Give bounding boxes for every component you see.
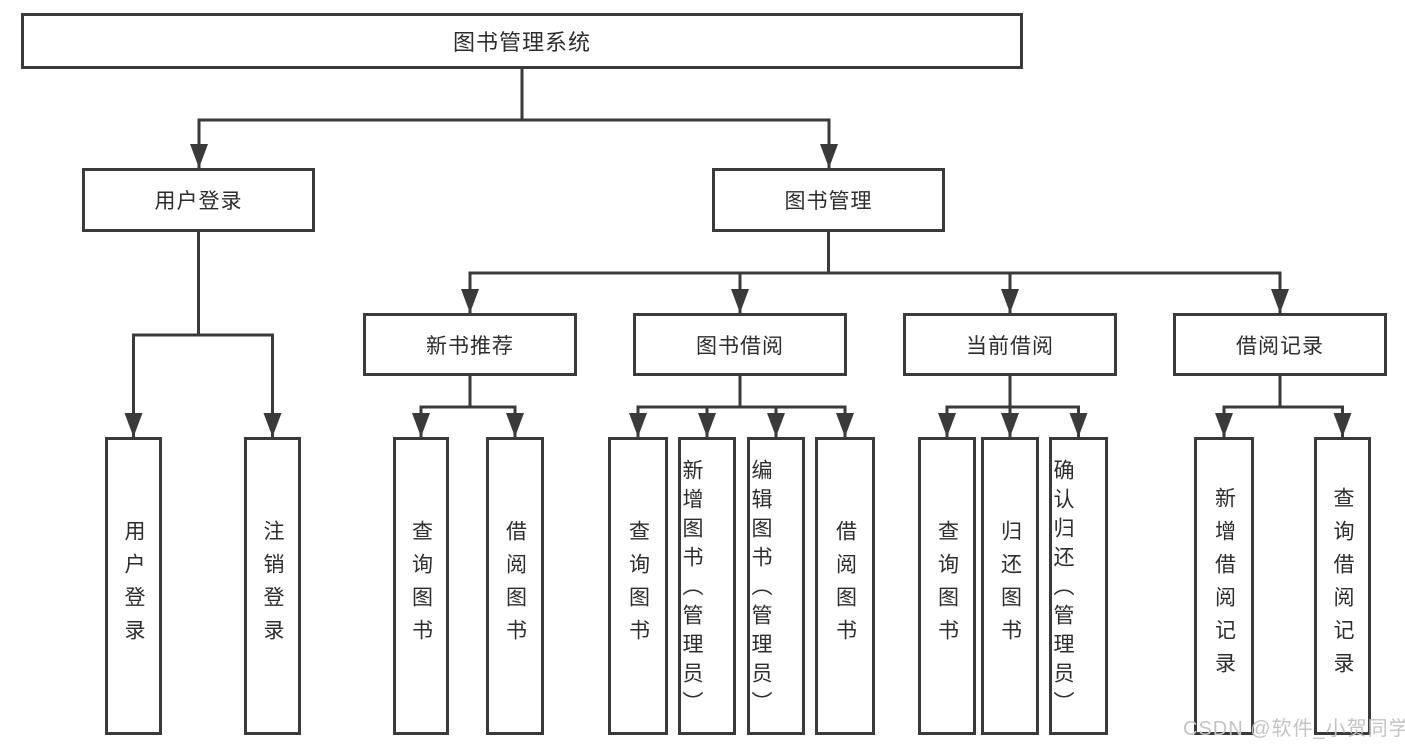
node-label: 借阅记录 [1236, 334, 1324, 358]
leaf-add-borrow-record: 新增借阅记录 [1194, 437, 1254, 735]
node-current-borrowing: 当前借阅 [903, 313, 1117, 376]
node-label: 借阅图书 [503, 520, 527, 652]
node-label: 新书推荐 [426, 334, 514, 358]
leaf-edit-books-admin: 编辑图书（管理员） [747, 437, 805, 735]
leaf-return-books: 归还图书 [981, 437, 1039, 735]
node-label: 查询借阅记录 [1331, 487, 1354, 685]
node-label: 图书管理 [784, 190, 873, 213]
node-borrowing-records: 借阅记录 [1173, 313, 1387, 376]
node-label: 用户登录 [154, 190, 243, 213]
node-label: 查询图书 [409, 520, 433, 652]
node-label: 图书管理系统 [452, 30, 591, 55]
node-label: 新增图书（管理员） [680, 458, 703, 720]
node-label: 归还图书 [998, 520, 1022, 652]
node-label: 查询图书 [626, 520, 650, 652]
node-label: 注销登录 [261, 520, 284, 652]
node-book-borrowing: 图书借阅 [633, 313, 847, 376]
node-label: 借阅图书 [833, 520, 857, 652]
node-label: 查询图书 [935, 520, 959, 652]
node-label: 当前借阅 [966, 334, 1054, 358]
node-label: 新增借阅记录 [1212, 487, 1236, 685]
node-book-management: 图书管理 [712, 168, 945, 232]
node-user-login: 用户登录 [82, 168, 315, 232]
leaf-user-login: 用户登录 [105, 437, 162, 735]
watermark-text: CSDN @软件_小贺同学 [1183, 718, 1405, 740]
node-label: 用户登录 [122, 520, 145, 652]
leaf-logout: 注销登录 [244, 437, 301, 735]
leaf-query-borrow-record: 查询借阅记录 [1314, 437, 1371, 735]
leaf-borrow-books-borrowing: 借阅图书 [815, 437, 875, 735]
node-new-book-recommendation: 新书推荐 [363, 313, 577, 376]
leaf-query-books-borrowing: 查询图书 [608, 437, 668, 735]
node-label: 图书借阅 [696, 334, 784, 358]
leaf-query-books-recommend: 查询图书 [393, 437, 449, 735]
leaf-query-books-current: 查询图书 [918, 437, 976, 735]
leaf-confirm-return-admin: 确认归还（管理员） [1049, 437, 1108, 735]
leaf-add-books-admin: 新增图书（管理员） [678, 437, 736, 735]
node-label: 确认归还（管理员） [1051, 458, 1074, 720]
node-label: 编辑图书（管理员） [749, 458, 772, 720]
node-library-management-system: 图书管理系统 [21, 13, 1023, 69]
leaf-borrow-books-recommend: 借阅图书 [486, 437, 544, 735]
